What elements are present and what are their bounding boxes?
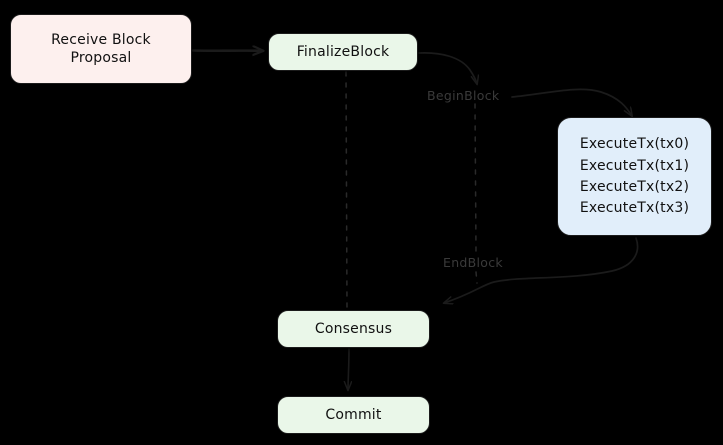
node-finalize-label: FinalizeBlock bbox=[296, 43, 390, 60]
execute-tx-line-2: ExecuteTx(tx2) bbox=[579, 179, 690, 195]
edge-consensus-to-commit bbox=[348, 348, 349, 390]
node-consensus[interactable]: Consensus bbox=[277, 310, 430, 348]
node-execute-tx-list[interactable]: ExecuteTx(tx0) ExecuteTx(tx1) ExecuteTx(… bbox=[557, 117, 712, 236]
node-receive-line-2: Proposal bbox=[70, 50, 132, 66]
node-commit[interactable]: Commit bbox=[277, 396, 430, 434]
edge-label-endblock: EndBlock bbox=[440, 255, 506, 270]
edge-label-beginblock: BeginBlock bbox=[424, 88, 503, 103]
execute-tx-line-1: ExecuteTx(tx1) bbox=[579, 157, 690, 174]
node-finalize-block[interactable]: FinalizeBlock bbox=[268, 33, 418, 71]
node-receive-block-proposal[interactable]: Receive Block Proposal bbox=[10, 14, 192, 84]
node-commit-label: Commit bbox=[325, 406, 382, 423]
edge-executetx-to-consensus bbox=[444, 237, 639, 303]
execute-tx-line-0: ExecuteTx(tx0) bbox=[579, 136, 690, 153]
execute-tx-line-3: ExecuteTx(tx3) bbox=[579, 200, 690, 217]
lifeline-finalize bbox=[345, 71, 348, 310]
lifeline-endblock bbox=[475, 271, 478, 284]
node-consensus-label: Consensus bbox=[314, 320, 393, 337]
node-receive-line-1: Receive Block bbox=[51, 31, 151, 48]
edge-finalize-to-beginblock bbox=[418, 52, 477, 84]
lifeline-beginblock bbox=[474, 103, 477, 254]
edge-beginblock-to-executetx bbox=[511, 88, 632, 116]
